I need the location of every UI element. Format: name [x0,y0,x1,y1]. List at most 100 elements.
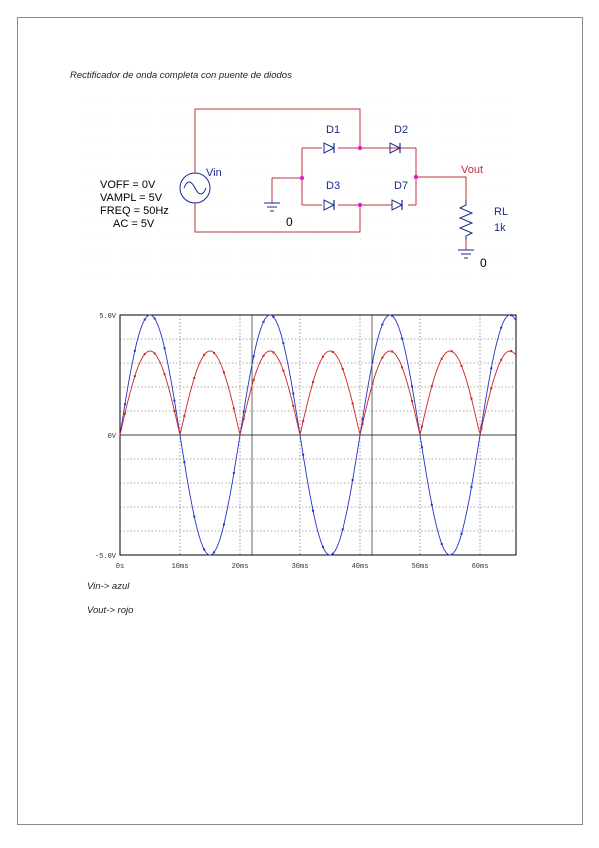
diode-d1 [323,142,336,154]
trace-marker [411,400,414,403]
trace-marker [312,509,315,512]
trace-marker [213,551,216,554]
trace-marker [470,485,473,488]
trace-marker [183,415,186,418]
x-tick-label: 60ms [472,563,489,571]
trace-marker [203,548,206,551]
trace-marker [173,399,176,402]
trace-marker [341,368,344,371]
node-left [299,175,305,181]
trace-marker [193,515,196,518]
note-vout-color: Vout-> rojo [87,605,134,616]
trace-marker [401,337,404,340]
plot-grid [119,314,517,556]
trace-marker [341,528,344,531]
trace-marker [420,425,423,428]
trace-marker [213,351,216,354]
trace-marker [381,356,384,359]
label-vout: Vout [461,164,483,176]
trace-marker [143,318,146,321]
trace-marker [430,503,433,506]
label-ground-1: 0 [286,215,293,229]
diode-d7 [391,199,404,211]
trace-marker [480,425,483,428]
trace-marker [282,342,285,345]
trace-marker [163,373,166,376]
x-tick-label: 50ms [412,563,429,571]
trace-marker [371,383,374,386]
trace-marker [143,353,146,356]
trace-marker [480,428,483,431]
trace-marker [292,404,295,407]
label-d7: D7 [394,180,408,192]
diode-d3 [323,199,336,211]
trace-marker [252,355,255,358]
label-vin: Vin [206,167,222,179]
trace-marker [490,387,493,390]
trace-marker [321,355,324,358]
trace-marker [123,403,126,406]
vout-trace [119,350,517,436]
vin-trace [119,314,517,556]
y-tick-label: 0V [108,433,117,441]
trace-marker [411,385,414,388]
ground-icon-left [264,202,280,212]
label-d2: D2 [394,124,408,136]
trace-marker [183,461,186,464]
node-right [413,174,419,180]
trace-marker [272,315,275,318]
trace-marker [351,402,354,405]
bridge-rectifier-schematic: D1 D2 D3 D7 Vin Vout RL 1k 0 0 VOFF = 0V… [80,102,520,274]
trace-marker [510,314,513,317]
trace-marker [232,407,235,410]
trace-marker [460,364,463,367]
trace-marker [450,553,453,556]
trace-marker [153,352,156,355]
node-top [357,145,363,151]
wire-vout [416,176,467,200]
trace-marker [133,349,136,352]
trace-marker [242,410,245,413]
wire-bottom [194,203,361,233]
trace-marker [321,545,324,548]
node-bottom [357,202,363,208]
source-param-voff: VOFF = 0V [100,179,156,191]
source-param-vampl: VAMPL = 5V [100,192,163,204]
trace-marker [510,350,513,353]
trace-marker [302,420,305,423]
trace-marker [203,353,206,356]
trace-marker [232,471,235,474]
trace-marker [222,371,225,374]
source-param-freq: FREQ = 50Hz [100,205,169,217]
trace-marker [391,350,394,353]
trace-marker [391,314,394,317]
schematic-nodes [299,145,419,208]
trace-marker [430,385,433,388]
x-tick-label: 30ms [292,563,309,571]
document-title: Rectificador de onda completa con puente… [70,70,292,81]
trace-marker [222,523,225,526]
note-vin-color: Vin-> azul [87,581,130,592]
label-d3: D3 [326,180,340,192]
trace-marker [123,412,126,415]
trace-marker [252,378,255,381]
ground-icon-right [458,249,474,259]
y-tick-label: 5.0V [99,313,117,321]
label-rl-value: 1k [494,222,506,234]
trace-marker [242,417,245,420]
diode-d2 [389,142,402,154]
x-tick-label: 0s [116,563,124,571]
x-tick-label: 40ms [352,563,369,571]
source-param-ac: AC = 5V [113,218,155,230]
trace-marker [351,479,354,482]
trace-marker [470,397,473,400]
y-tick-label: -5.0V [95,553,117,561]
trace-marker [302,453,305,456]
trace-marker [133,375,136,378]
trace-marker [193,376,196,379]
schematic-wires [194,108,467,250]
x-tick-label: 20ms [232,563,249,571]
trace-marker [420,446,423,449]
